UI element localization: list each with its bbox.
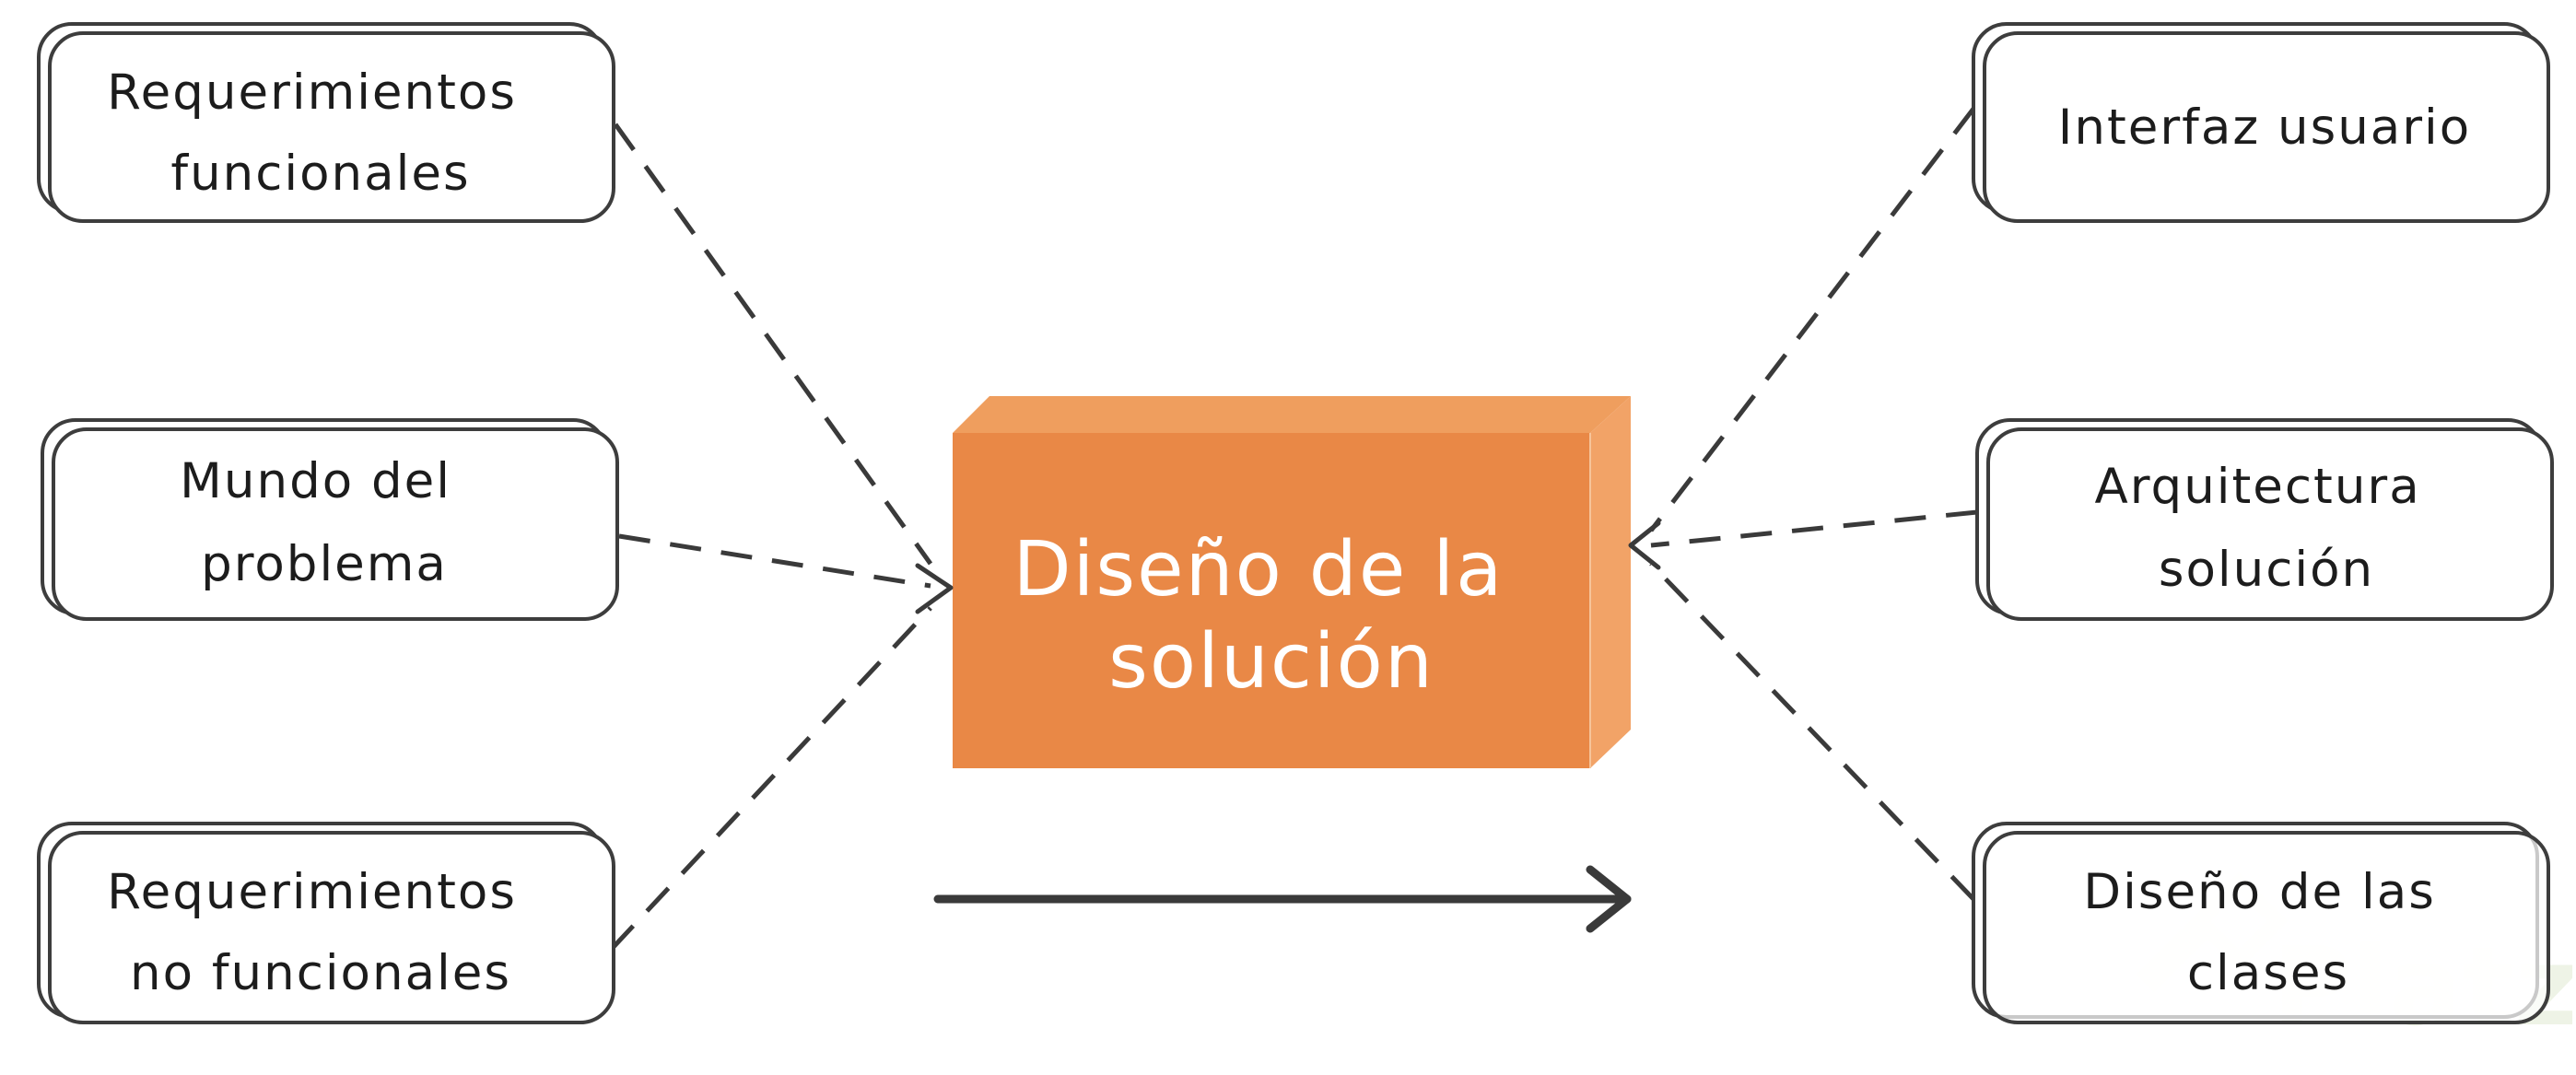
center-title-line-2: solución bbox=[1108, 618, 1434, 706]
card-interfaz-usuario: Interfaz usuario bbox=[1972, 22, 2550, 223]
card-mundo-problema-label: Mundo del problema bbox=[180, 453, 469, 592]
connector-arrowhead-left-icon bbox=[915, 563, 954, 614]
card-req-no-funcionales: Requerimientos no funcionales bbox=[37, 822, 615, 1024]
flow-arrow bbox=[933, 865, 1632, 933]
card-diseno-clases-label: Diseño de las clases bbox=[2083, 864, 2453, 1001]
center-title: Diseño de la solución bbox=[1013, 526, 1530, 706]
card-diseno-clases: Diseño de las clases bbox=[1972, 822, 2550, 1024]
connector-arrowhead-right-icon bbox=[1628, 520, 1661, 570]
center-box-front bbox=[953, 433, 1590, 768]
center-box-top bbox=[953, 396, 1631, 433]
card-req-funcionales: Requerimientos funcionales bbox=[37, 22, 615, 223]
card-mundo-problema: Mundo del problema bbox=[41, 418, 619, 621]
center-box: Diseño de la solución bbox=[953, 396, 1631, 768]
card-arquitectura: Arquitectura solución bbox=[1975, 418, 2554, 621]
connector-req-no-funcionales bbox=[610, 606, 932, 951]
right-connectors bbox=[1628, 107, 1978, 901]
connector-req-funcionales bbox=[613, 123, 933, 566]
card-req-funcionales-label: Requerimientos funcionales bbox=[107, 64, 534, 202]
card-arquitectura-label: Arquitectura solución bbox=[2094, 459, 2438, 598]
center-title-line-1: Diseño de la bbox=[1013, 526, 1505, 613]
center-box-side bbox=[1590, 396, 1631, 768]
flow-arrow-head-icon bbox=[1586, 865, 1632, 933]
connector-diseno-clases bbox=[1649, 562, 1975, 901]
card-interfaz-usuario-label: Interfaz usuario bbox=[2058, 99, 2471, 156]
connector-interfaz-usuario bbox=[1649, 107, 1975, 532]
card-req-no-funcionales-label: Requerimientos no funcionales bbox=[107, 864, 534, 1001]
left-connectors bbox=[610, 123, 954, 951]
connector-mundo-problema bbox=[618, 533, 931, 589]
connector-arquitectura bbox=[1650, 509, 1978, 548]
